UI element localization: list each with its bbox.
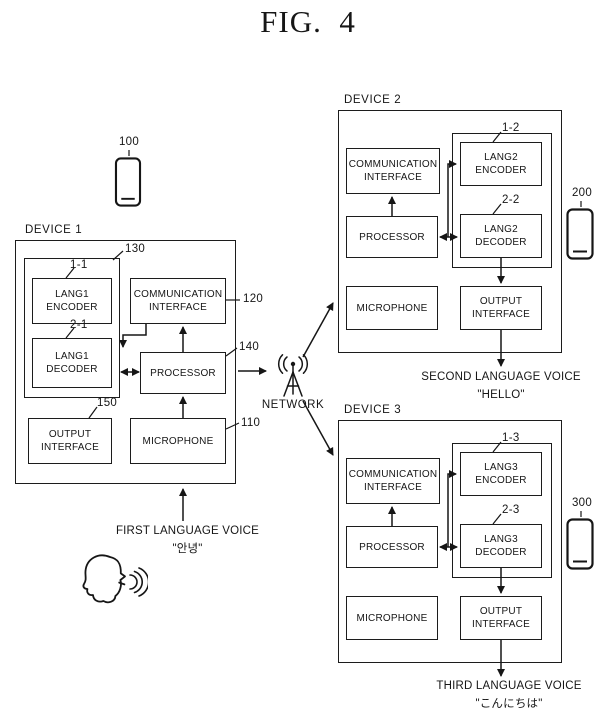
network-antenna-icon (278, 354, 308, 397)
ref-140: 140 (239, 341, 260, 353)
head-profile (82, 554, 126, 604)
ref-100: 100 (118, 136, 140, 148)
ref-150: 150 (97, 397, 118, 409)
second-language-voice-text: SECOND LANGUAGE VOICE "HELLO" (421, 371, 581, 401)
device2-processor-box: PROCESSOR (346, 216, 438, 258)
first-language-voice-text: FIRST LANGUAGE VOICE "안녕" (115, 525, 260, 555)
ref-2-2: 2-2 (502, 194, 520, 206)
reference-leader-lines (65, 131, 582, 525)
device1-outline (15, 240, 236, 484)
leader-1-1 (65, 267, 75, 279)
network-label: NETWORK (261, 399, 325, 411)
device2-label: DEVICE 2 (344, 94, 402, 106)
ref-110: 110 (241, 417, 261, 429)
leader-2-1 (65, 327, 75, 339)
device3-microphone-box: MICROPHONE (346, 596, 438, 640)
leader-130 (112, 250, 124, 261)
ref-1-3: 1-3 (502, 432, 520, 444)
sound-wave-3 (138, 567, 148, 597)
ref-1-2: 1-2 (502, 122, 520, 134)
device2-encoder-box: LANG2 ENCODER (460, 142, 542, 186)
phone-body (566, 208, 594, 260)
ref-130: 130 (125, 243, 146, 255)
arrow-network-to-d2 (302, 302, 334, 358)
connector-arrows (119, 160, 505, 677)
device3-encoder-box: LANG3 ENCODER (460, 452, 542, 496)
device1-lang-module-outline (24, 258, 120, 398)
device3-lang-module-outline (452, 443, 552, 578)
device3-label: DEVICE 3 (344, 404, 402, 416)
leader-150 (88, 406, 98, 419)
arrow-network-to-d3 (302, 400, 334, 456)
ref-200: 200 (571, 187, 593, 199)
antenna-wave-right-inner (298, 356, 304, 372)
device2-lang-module-outline (452, 133, 552, 268)
device3-output-interface-box: OUTPUT INTERFACE (460, 596, 542, 640)
phone-body (114, 157, 142, 207)
sound-wave-1 (129, 574, 138, 590)
arrow-d1-comm-to-decoder (119, 324, 147, 348)
device1-communication-interface-box: COMMUNICATION INTERFACE (130, 278, 226, 324)
ref-300: 300 (571, 497, 593, 509)
antenna-dot (290, 361, 296, 367)
device3-decoder-box: LANG3 DECODER (460, 524, 542, 568)
leader-110 (225, 422, 240, 430)
antenna-wave-left-outer (278, 354, 284, 374)
figure-title: FIG. 4 (260, 4, 356, 39)
leader-2-2 (492, 203, 502, 215)
device1-microphone-box: MICROPHONE (130, 418, 226, 464)
leader-1-3 (492, 441, 502, 453)
ref-2-1: 2-1 (70, 319, 88, 331)
sound-wave-2 (133, 570, 143, 594)
device1-label: DEVICE 1 (25, 224, 83, 236)
phone-icon (114, 157, 142, 207)
leader-2-3 (492, 513, 502, 525)
device1-encoder-box: LANG1 ENCODER (32, 278, 112, 324)
third-language-voice-text: THIRD LANGUAGE VOICE "こんにちは" (436, 680, 582, 710)
device2-decoder-box: LANG2 DECODER (460, 214, 542, 258)
device3-communication-interface-box: COMMUNICATION INTERFACE (346, 458, 440, 504)
mouth-line (118, 581, 126, 586)
device2-output-interface-box: OUTPUT INTERFACE (460, 286, 542, 330)
arrow-d2-processor-to-encoder (447, 160, 457, 237)
antenna-strokes (278, 354, 308, 397)
ref-2-3: 2-3 (502, 504, 520, 516)
speaking-person-icon (82, 554, 148, 604)
device2-microphone-box: MICROPHONE (346, 286, 438, 330)
antenna-leg-right (292, 371, 303, 397)
antenna-wave-left-inner (282, 356, 288, 372)
device2-communication-interface-box: COMMUNICATION INTERFACE (346, 148, 440, 194)
phone-icon (566, 208, 594, 260)
phone-icon (566, 518, 594, 570)
ref-120: 120 (243, 293, 264, 305)
device3-outline (338, 420, 562, 663)
leader-1-2 (492, 131, 502, 143)
antenna-leg-left (283, 371, 294, 397)
arrow-d3-processor-to-encoder (447, 470, 457, 547)
device2-outline (338, 110, 562, 353)
device3-processor-box: PROCESSOR (346, 526, 438, 568)
phone-body (566, 518, 594, 570)
device1-decoder-box: LANG1 DECODER (32, 338, 112, 388)
leader-140 (225, 347, 238, 357)
device1-output-interface-box: OUTPUT INTERFACE (28, 418, 112, 464)
ref-1-1: 1-1 (70, 259, 88, 271)
device1-processor-box: PROCESSOR (140, 352, 226, 394)
speaking-person-strokes (82, 554, 148, 604)
